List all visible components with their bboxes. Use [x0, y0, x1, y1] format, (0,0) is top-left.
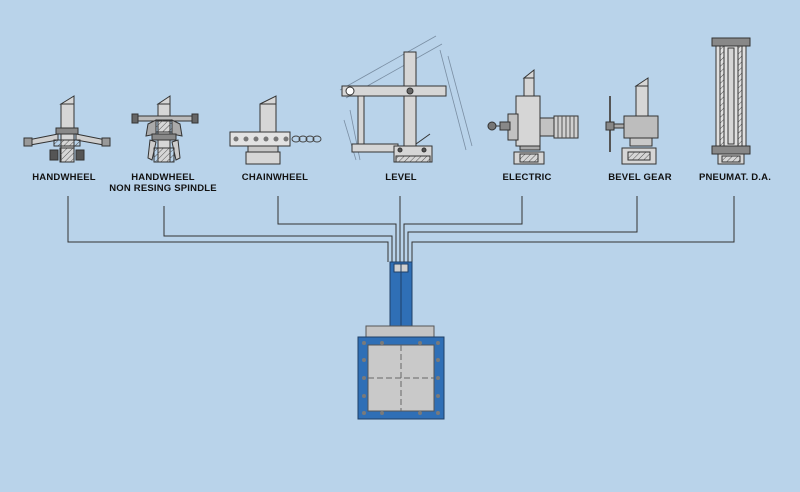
label-level-text: LEVEL	[385, 172, 417, 183]
label-handwheel-nrs-text: HANDWHEEL	[131, 172, 195, 183]
knife-gate-valve-icon	[357, 261, 445, 420]
pneumatic-cylinder-icon	[711, 37, 751, 165]
connector-electric	[403, 196, 523, 262]
bevel-gear-icon	[605, 77, 659, 165]
label-handwheel: HANDWHEEL	[32, 172, 96, 183]
connector-handwheel-nrs	[163, 206, 393, 262]
connector-pneumatic	[411, 196, 735, 262]
connector-lines	[67, 196, 735, 262]
label-bevel-gear-text: BEVEL GEAR	[608, 172, 672, 183]
label-pneumatic-text: PNEUMAT. D.A.	[698, 172, 772, 183]
label-handwheel-text: HANDWHEEL	[32, 172, 96, 183]
lever-icon	[339, 35, 473, 163]
connector-chainwheel	[277, 196, 397, 262]
label-electric-text: ELECTRIC	[502, 172, 552, 183]
label-chainwheel: CHAINWHEEL	[242, 172, 308, 183]
label-pneumatic: PNEUMAT. D.A.	[699, 172, 771, 183]
label-level: LEVEL	[385, 172, 417, 183]
label-handwheel-nrs: HANDWHEEL NON RESING SPINDLE	[109, 172, 217, 194]
electric-actuator-icon	[487, 68, 579, 165]
label-bevel-gear: BEVEL GEAR	[608, 172, 672, 183]
connector-handwheel	[67, 196, 389, 262]
handwheel-icon	[23, 95, 111, 163]
label-chainwheel-text: CHAINWHEEL	[241, 172, 309, 183]
handwheel-non-rising-spindle-icon	[131, 95, 199, 163]
label-electric: ELECTRIC	[502, 172, 551, 183]
label-handwheel-nrs-text2: NON RESING SPINDLE	[109, 183, 217, 194]
connector-bevel	[407, 196, 638, 262]
chainwheel-icon	[229, 95, 322, 165]
